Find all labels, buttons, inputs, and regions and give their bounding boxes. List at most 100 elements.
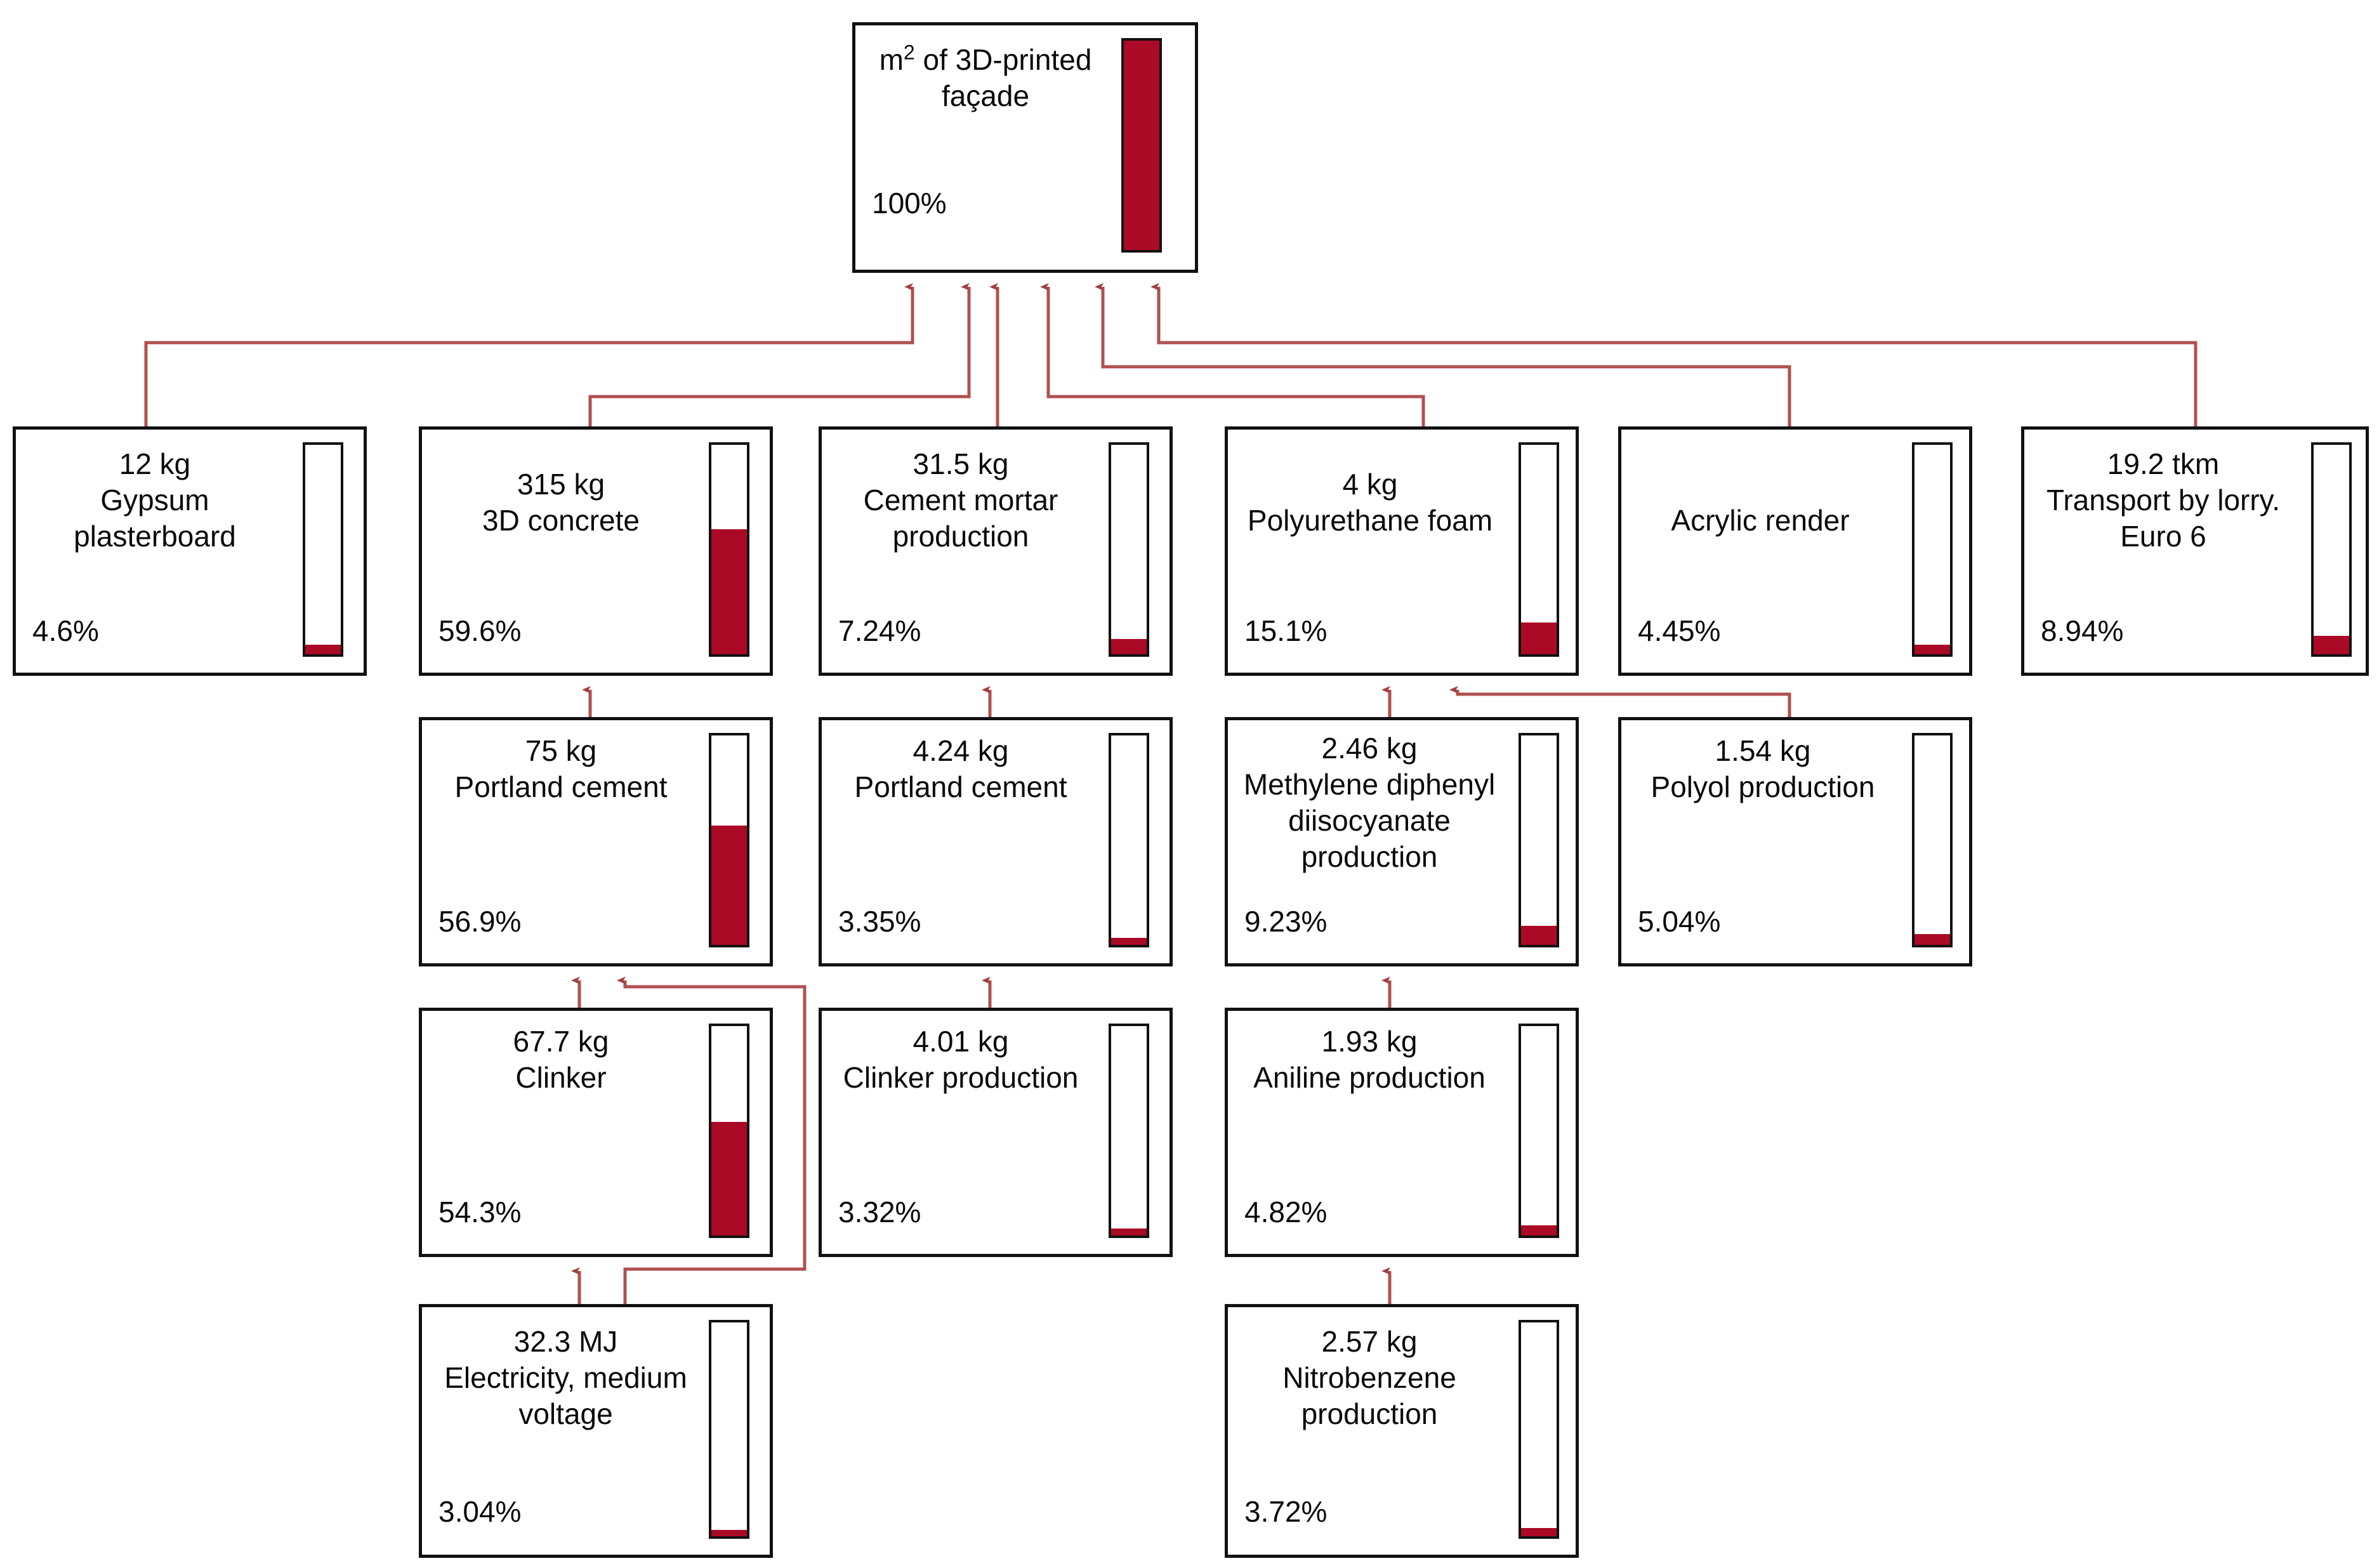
node-transport-lorry[interactable]: 19.2 tkm Transport by lorry. Euro 6 8.94… [2021, 426, 2369, 676]
electricity-amount: 32.3 MJ [513, 1325, 618, 1358]
transport-amount: 19.2 tkm [2107, 447, 2220, 480]
mdi-name-line1: Methylene diphenyl [1243, 768, 1496, 801]
electricity-name-line1: Electricity, medium [444, 1361, 687, 1394]
portland75-name-line1: Portland cement [454, 770, 668, 803]
node-electricity-bar-fill [711, 1529, 747, 1536]
node-nitrobenzene-production[interactable]: 2.57 kg Nitrobenzene production 3.72% [1225, 1304, 1579, 1558]
node-aniline-percent: 4.82% [1244, 1196, 1328, 1229]
node-clinkerprod-impact-bar [1109, 1024, 1149, 1238]
polyol-name-line1: Polyol production [1651, 770, 1875, 803]
node-portland424-impact-bar [1109, 733, 1149, 947]
mdi-name-line3: production [1301, 840, 1438, 873]
facade-name-line2: façade [941, 79, 1030, 112]
gypsum-name-line1: Gypsum [100, 484, 209, 517]
node-polyurethane-foam-percent: 15.1% [1244, 614, 1328, 647]
node-aniline-production[interactable]: 1.93 kg Aniline production 4.82% [1225, 1008, 1579, 1257]
node-portland-cement-75kg[interactable]: 75 kg Portland cement 56.9% [419, 717, 773, 966]
node-clinkerprod-percent: 3.32% [838, 1196, 921, 1229]
node-transport-bar-fill [2314, 635, 2349, 654]
portland424-amount: 4.24 kg [913, 734, 1009, 767]
node-nitrobenzene-label: 2.57 kg Nitrobenzene production [1228, 1307, 1505, 1432]
transport-name-line2: Euro 6 [2120, 520, 2206, 553]
clinkerprod-amount: 4.01 kg [913, 1025, 1009, 1058]
clinker677-name-line1: Clinker [515, 1061, 607, 1094]
node-portland-cement-424kg[interactable]: 4.24 kg Portland cement 3.35% [819, 717, 1173, 966]
node-polyol-percent: 5.04% [1638, 905, 1721, 938]
node-clinker-production[interactable]: 4.01 kg Clinker production 3.32% [819, 1008, 1173, 1257]
node-3d-concrete-bar-fill [711, 529, 747, 654]
node-transport-impact-bar [2311, 442, 2352, 657]
aniline-name-line1: Aniline production [1253, 1061, 1486, 1094]
nitrobenzene-name-line2: production [1301, 1397, 1438, 1430]
node-3d-concrete[interactable]: 315 kg 3D concrete 59.6% [419, 426, 773, 676]
transport-name-line1: Transport by lorry. [2046, 484, 2281, 517]
node-aniline-bar-fill [1521, 1225, 1557, 1235]
facade-unit-m: m [879, 43, 904, 76]
nitrobenzene-name-line1: Nitrobenzene [1282, 1361, 1456, 1394]
node-clinker677-label: 67.7 kg Clinker [422, 1011, 694, 1096]
edge-transport-to-facade [1150, 283, 2198, 426]
node-mdi-production[interactable]: 2.46 kg Methylene diphenyl diisocyanate … [1225, 717, 1579, 966]
node-gypsum-percent: 4.6% [32, 614, 99, 647]
node-acrylic-render-bar-fill [1914, 645, 1950, 654]
cementmortar-name-line2: production [892, 520, 1029, 553]
node-aniline-impact-bar [1519, 1024, 1559, 1238]
node-clinkerprod-bar-fill [1111, 1229, 1147, 1235]
mdi-name-line2: diisocyanate [1288, 804, 1451, 837]
clinker677-amount: 67.7 kg [513, 1025, 609, 1058]
node-gypsum-label: 12 kg Gypsum plasterboard [16, 430, 287, 555]
node-gypsum-impact-bar [303, 442, 343, 657]
node-acrylic-render[interactable]: Acrylic render 4.45% [1618, 426, 1972, 676]
node-polyol-bar-fill [1914, 934, 1950, 945]
mdi-amount: 2.46 kg [1321, 732, 1418, 765]
node-cement-mortar-bar-fill [1111, 639, 1147, 654]
node-portland75-impact-bar [709, 733, 749, 947]
clinkerprod-name-line1: Clinker production [843, 1061, 1079, 1094]
node-polyurethane-foam-bar-fill [1521, 623, 1557, 654]
node-nitrobenzene-percent: 3.72% [1244, 1495, 1328, 1528]
node-polyol-label: 1.54 kg Polyol production [1621, 720, 1898, 805]
cementmortar-name-line1: Cement mortar [863, 484, 1058, 517]
node-aniline-label: 1.93 kg Aniline production [1228, 1011, 1505, 1096]
node-facade-impact-bar [1121, 38, 1162, 253]
pufoam-name-line1: Polyurethane foam [1247, 504, 1493, 537]
node-mdi-bar-fill [1521, 925, 1557, 945]
node-3d-concrete-impact-bar [709, 442, 749, 657]
cementmortar-amount: 31.5 kg [913, 447, 1009, 480]
edge-polyol-to-pufoam [1449, 686, 1791, 717]
node-facade[interactable]: m2 of 3D-printed façade 100% [852, 22, 1198, 273]
node-transport-percent: 8.94% [2041, 614, 2124, 647]
node-transport-label: 19.2 tkm Transport by lorry. Euro 6 [2024, 430, 2296, 555]
node-3d-concrete-label: 315 kg 3D concrete [422, 430, 694, 539]
node-polyol-impact-bar [1912, 733, 1953, 947]
node-clinkerprod-label: 4.01 kg Clinker production [822, 1011, 1093, 1096]
node-clinker-677kg[interactable]: 67.7 kg Clinker 54.3% [419, 1008, 773, 1257]
node-portland424-bar-fill [1111, 937, 1147, 945]
node-electricity-medium-voltage[interactable]: 32.3 MJ Electricity, medium voltage 3.04… [419, 1304, 773, 1558]
node-clinker677-impact-bar [709, 1024, 749, 1238]
node-mdi-impact-bar [1519, 733, 1559, 947]
node-3d-concrete-percent: 59.6% [438, 614, 522, 647]
node-facade-percent: 100% [872, 187, 947, 220]
node-cement-mortar-impact-bar [1109, 442, 1149, 657]
node-facade-bar-fill [1124, 41, 1159, 250]
aniline-amount: 1.93 kg [1321, 1025, 1418, 1058]
node-clinker677-bar-fill [711, 1121, 747, 1235]
node-polyurethane-foam[interactable]: 4 kg Polyurethane foam 15.1% [1225, 426, 1579, 676]
node-cement-mortar-production[interactable]: 31.5 kg Cement mortar production 7.24% [819, 426, 1173, 676]
node-portland424-label: 4.24 kg Portland cement [822, 720, 1093, 805]
node-polyol-production[interactable]: 1.54 kg Polyol production 5.04% [1618, 717, 1972, 966]
node-gypsum-plasterboard[interactable]: 12 kg Gypsum plasterboard 4.6% [13, 426, 367, 676]
portland424-name-line1: Portland cement [854, 770, 1067, 803]
node-nitrobenzene-bar-fill [1521, 1528, 1557, 1536]
node-portland75-label: 75 kg Portland cement [422, 720, 694, 805]
facade-name-rest: of 3D-printed [914, 43, 1092, 76]
node-electricity-percent: 3.04% [438, 1495, 522, 1528]
node-electricity-label: 32.3 MJ Electricity, medium voltage [422, 1307, 703, 1432]
node-electricity-impact-bar [709, 1320, 749, 1539]
edge-electricity-to-portland75 [617, 977, 807, 1304]
node-facade-label: m2 of 3D-printed façade [855, 25, 1109, 114]
concrete-name-line1: 3D concrete [482, 504, 640, 537]
